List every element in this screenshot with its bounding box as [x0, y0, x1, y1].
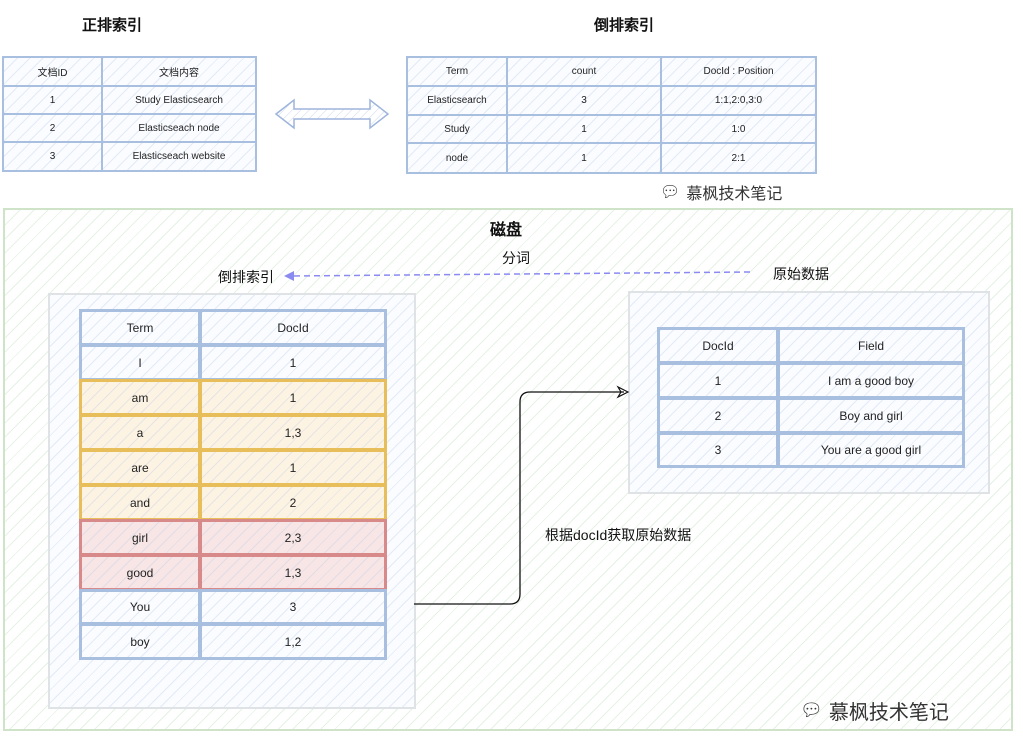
table-cell: girl: [79, 519, 201, 556]
table-cell: 2,3: [199, 519, 387, 556]
table-cell: Elasticseach website: [101, 141, 257, 172]
table-cell: 2: [657, 397, 779, 434]
fetch-label: 根据docId获取原始数据: [545, 527, 692, 543]
disk-title: 磁盘: [490, 222, 523, 239]
table-cell: good: [79, 554, 201, 591]
table-cell: and: [79, 484, 201, 521]
watermark-bottom: 💬︎慕枫技术笔记: [800, 700, 949, 724]
table-header-cell: 文档内容: [101, 56, 257, 87]
table-cell: am: [79, 379, 201, 416]
table-cell: 1,3: [199, 554, 387, 591]
table-header-cell: count: [506, 56, 662, 87]
table-header-cell: DocId : Position: [660, 56, 817, 87]
table-cell: 1,3: [199, 414, 387, 451]
table-cell: 1: [657, 362, 779, 399]
table-cell: Elasticseach node: [101, 113, 257, 143]
fetch-arrow: [414, 385, 630, 605]
table-cell: 1,2: [199, 623, 387, 660]
table-cell: 3: [657, 432, 779, 468]
double-arrow-icon: [274, 98, 390, 130]
wechat-icon: 💬︎: [660, 184, 681, 201]
table-cell: 2:1: [660, 142, 817, 174]
table-cell: Study: [406, 114, 508, 144]
table-cell: 1: [199, 379, 387, 416]
table-cell: 3: [506, 85, 662, 116]
watermark-top: 💬︎慕枫技术笔记: [660, 184, 783, 203]
inverted-index-top-title: 倒排索引: [594, 17, 655, 34]
table-header-cell: DocId: [199, 309, 387, 346]
table-cell: 1: [199, 449, 387, 486]
table-cell: 1: [506, 114, 662, 144]
table-cell: 1: [506, 142, 662, 174]
table-cell: 3: [2, 141, 103, 172]
table-header-cell: 文档ID: [2, 56, 103, 87]
table-cell: 2: [2, 113, 103, 143]
table-cell: 3: [199, 589, 387, 625]
table-cell: I: [79, 344, 201, 381]
forward-index-title: 正排索引: [82, 17, 143, 34]
inverted-index-label: 倒排索引: [218, 269, 274, 285]
table-cell: You: [79, 589, 201, 625]
table-cell: I am a good boy: [777, 362, 965, 399]
table-cell: boy: [79, 623, 201, 660]
table-cell: node: [406, 142, 508, 174]
table-cell: are: [79, 449, 201, 486]
table-header-cell: Field: [777, 327, 965, 364]
table-cell: a: [79, 414, 201, 451]
raw-data-label: 原始数据: [773, 266, 829, 282]
table-cell: Study Elasticsearch: [101, 85, 257, 115]
table-cell: 2: [199, 484, 387, 521]
table-header-cell: DocId: [657, 327, 779, 364]
table-header-cell: Term: [79, 309, 201, 346]
table-cell: Elasticsearch: [406, 85, 508, 116]
table-cell: Boy and girl: [777, 397, 965, 434]
table-cell: 1: [2, 85, 103, 115]
wechat-icon: 💬︎: [800, 700, 823, 720]
tokenize-arrow: [284, 271, 751, 281]
table-cell: 1: [199, 344, 387, 381]
table-cell: 1:0: [660, 114, 817, 144]
table-cell: You are a good girl: [777, 432, 965, 468]
tokenize-label: 分词: [502, 250, 530, 266]
table-cell: 1:1,2:0,3:0: [660, 85, 817, 116]
table-header-cell: Term: [406, 56, 508, 87]
